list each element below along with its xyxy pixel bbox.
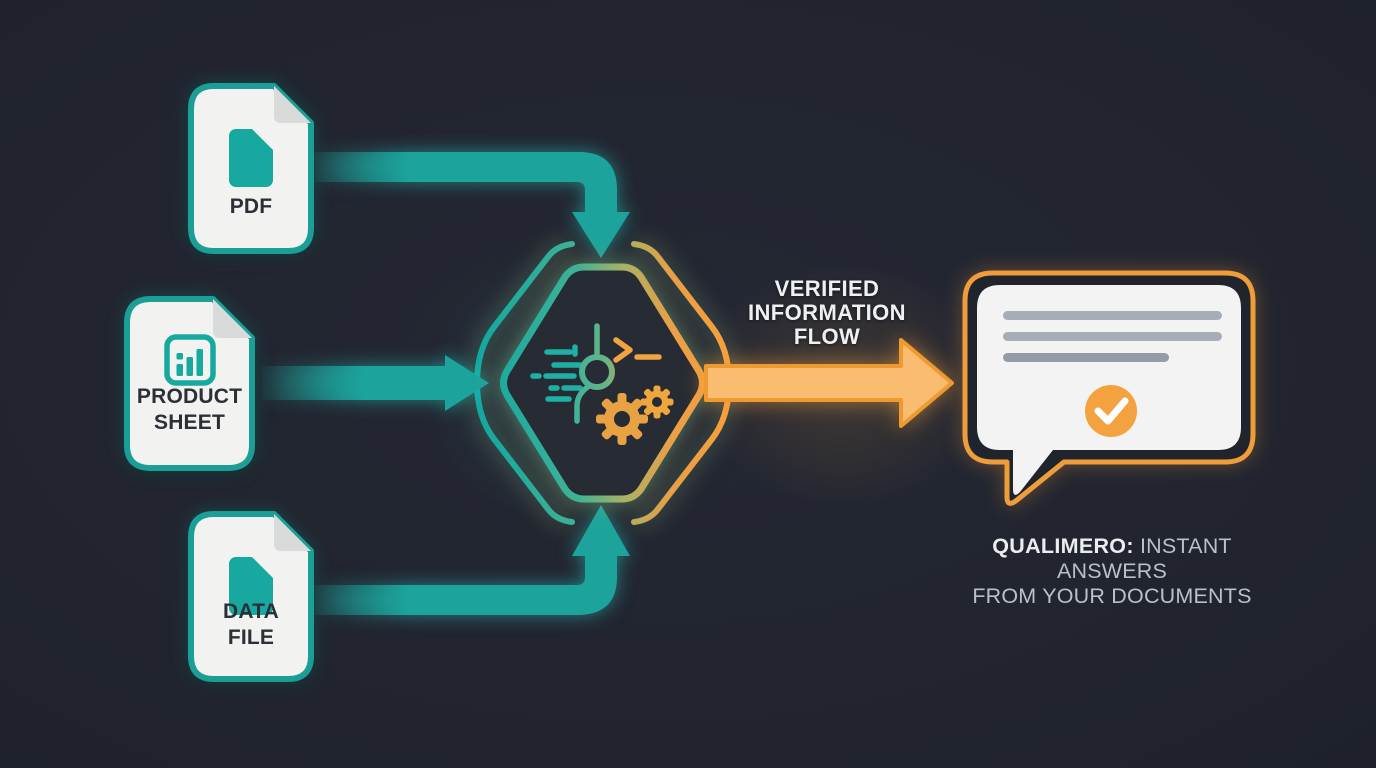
flow-label-line: INFORMATION xyxy=(748,300,906,325)
arrow-from-data-file xyxy=(314,505,630,615)
card-label-line: FILE xyxy=(227,626,275,649)
flow-label-line: VERIFIED xyxy=(774,276,880,301)
chat-bubble xyxy=(962,270,1256,506)
card-label-product-sheet: PRODUCT SHEET xyxy=(124,384,255,436)
card-label-line: DATA xyxy=(222,600,279,623)
arrow-verified-flow xyxy=(704,338,954,428)
product-card-shape xyxy=(124,296,255,471)
output-arrow xyxy=(704,338,954,428)
bar-chart-icon xyxy=(164,334,216,386)
terminal-prompt-icon xyxy=(613,337,662,363)
speed-lines-icon xyxy=(530,344,583,402)
card-label-line: PRODUCT xyxy=(136,385,243,408)
document-icon xyxy=(229,557,273,615)
caption-line-2: FROM YOUR DOCUMENTS xyxy=(972,584,1252,608)
arrow-from-pdf xyxy=(314,152,630,258)
input-arrows xyxy=(262,152,630,615)
card-label-line: SHEET xyxy=(153,411,225,434)
bubble-text-lines xyxy=(1003,311,1222,362)
source-card-product-sheet: PRODUCT SHEET xyxy=(124,296,255,471)
flow-label-line: FLOW xyxy=(793,324,861,349)
verified-flow-label: VERIFIED INFORMATION FLOW xyxy=(742,277,912,349)
caption-line-1: QUALIMERO: INSTANT ANSWERS xyxy=(942,534,1282,584)
card-label-line: PDF xyxy=(229,195,273,218)
caption: QUALIMERO: INSTANT ANSWERS FROM YOUR DOC… xyxy=(942,534,1282,609)
pdf-card-shape xyxy=(188,83,314,254)
card-label-pdf: PDF xyxy=(188,194,314,220)
brand-name: QUALIMERO: xyxy=(992,534,1134,558)
gears-icon xyxy=(596,385,674,445)
card-label-data-file: DATA FILE xyxy=(188,599,314,651)
processor-icon xyxy=(530,323,674,445)
caption-rest: INSTANT ANSWERS xyxy=(1056,534,1232,583)
check-circle-icon xyxy=(1085,385,1137,437)
git-branch-icon xyxy=(574,323,615,424)
arrow-from-product-sheet xyxy=(262,355,489,411)
data-card-shape xyxy=(188,511,314,682)
document-icon xyxy=(229,129,273,187)
source-card-data-file: DATA FILE xyxy=(188,511,314,682)
source-card-pdf: PDF xyxy=(188,83,314,254)
